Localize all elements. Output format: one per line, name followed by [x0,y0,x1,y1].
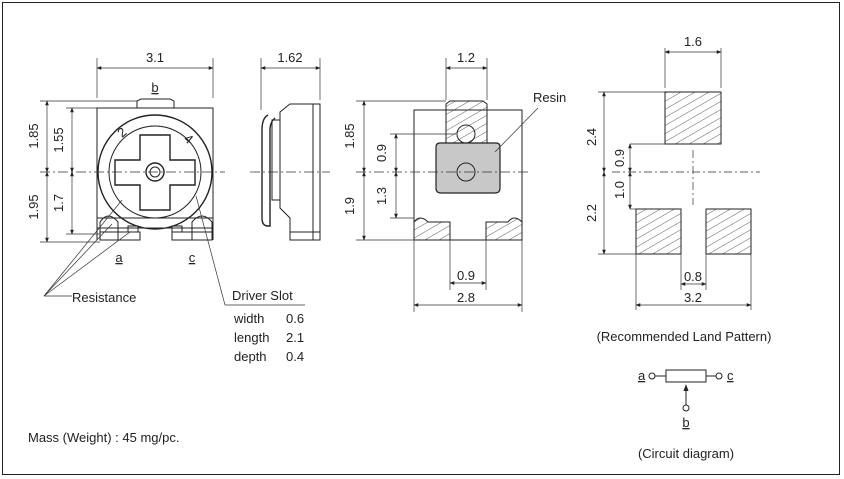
front-height-1: 1.85 [26,123,41,148]
back-view: 1.2 Resin 1.85 0.9 1.3 1.9 [342,50,566,312]
circuit-c-label: c [727,368,734,383]
circuit-diagram: a c b (Circuit diagram) [638,368,734,461]
slot-length-value: 2.1 [286,330,304,345]
land-pattern: 1.6 2.4 0.9 1.0 2.2 0.8 3.2 (Recommended… [584,34,771,344]
land-height-4: 2.2 [584,204,599,222]
side-view: 1.62 [250,50,330,241]
mass-note: Mass (Weight) : 45 mg/pc. [28,430,179,445]
resistance-label: Resistance [72,290,136,305]
back-width-dim: 1.2 [457,50,475,65]
front-width-dim: 3.1 [146,50,164,65]
back-height-1: 1.85 [342,123,357,148]
front-height-2: 1.55 [51,127,66,152]
resin-label: Resin [533,90,566,105]
driver-slot-callout: Driver Slot width 0.6 length 2.1 depth 0… [195,195,305,364]
back-height-3: 1.3 [374,187,389,205]
slot-width-label: width [233,311,264,326]
land-pattern-caption: (Recommended Land Pattern) [597,329,772,344]
land-height-3: 1.0 [612,181,627,199]
circuit-diagram-caption: (Circuit diagram) [638,446,734,461]
side-width-dim: 1.62 [277,50,302,65]
land-height-2: 0.9 [612,149,627,167]
back-height-2: 0.9 [374,144,389,162]
circuit-b-label: b [682,415,689,430]
land-total-dim: 3.2 [684,290,702,305]
land-gap-dim: 0.8 [684,269,702,284]
circuit-a-label: a [638,368,646,383]
slot-width-value: 0.6 [286,311,304,326]
back-height-4: 1.9 [342,197,357,215]
back-bottom-dim-2: 2.8 [457,290,475,305]
driver-slot-title: Driver Slot [232,288,293,303]
slot-depth-label: depth [234,349,267,364]
back-bottom-dim-1: 0.9 [457,268,475,283]
terminal-c-label: c [189,250,196,265]
front-view: 3.1 b 2 4 a c [26,50,225,305]
pin-2-label: 2 [114,124,129,140]
front-height-4: 1.7 [51,194,66,212]
pin-4-label: 4 [181,131,196,147]
terminal-b-label: b [151,80,158,95]
land-height-1: 2.4 [584,128,599,146]
land-width-dim: 1.6 [684,34,702,49]
terminal-a-label: a [115,250,123,265]
slot-length-label: length [234,330,269,345]
slot-depth-value: 0.4 [286,349,304,364]
front-height-3: 1.95 [26,194,41,219]
